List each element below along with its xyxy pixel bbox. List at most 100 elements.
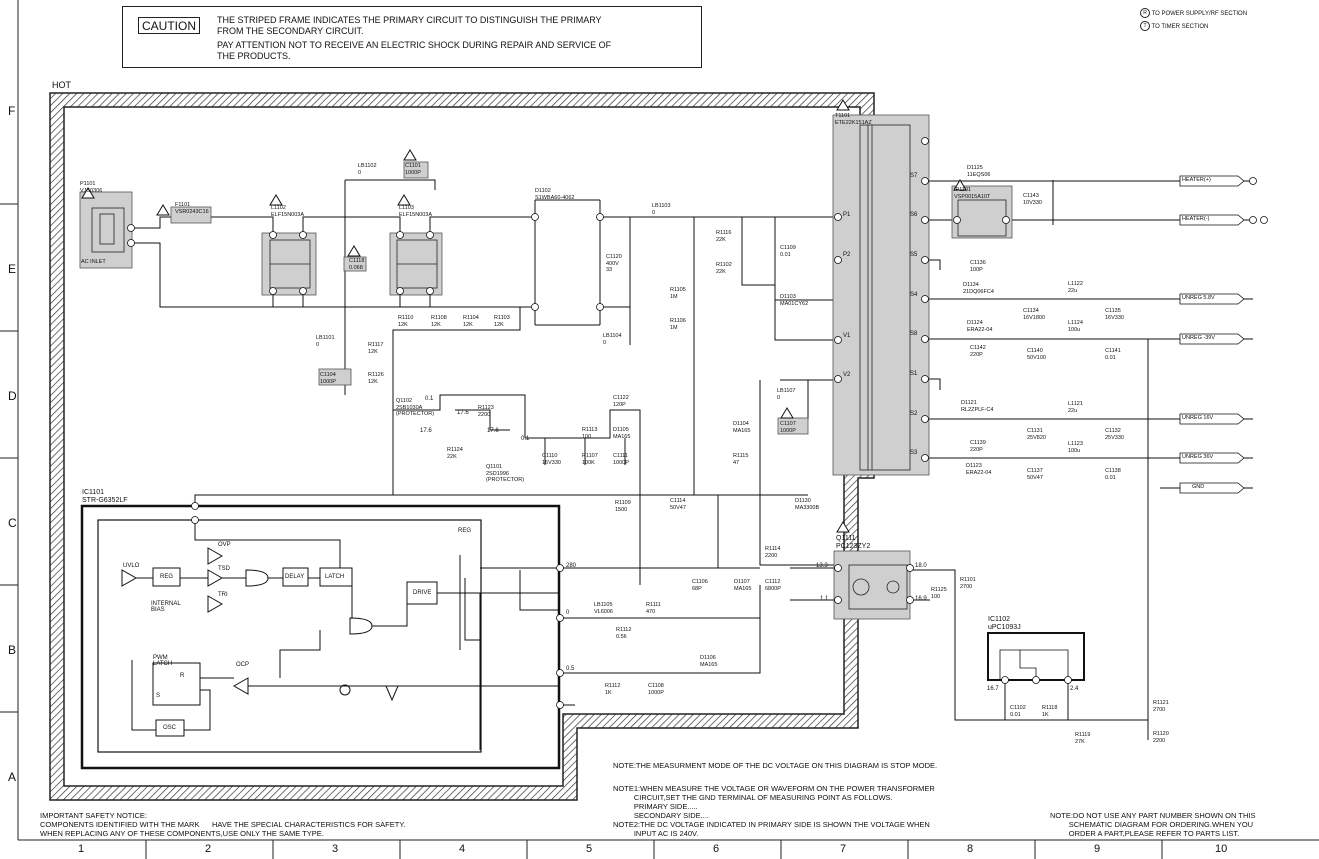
caution-line-3: PAY ATTENTION NOT TO RECEIVE AN ELECTRIC… [217,40,612,50]
label-r1112b: R1112 1K [605,683,621,696]
col-6: 6 [713,843,720,855]
caution-box [122,6,702,68]
label-lb1103: LB1103 0 [652,203,671,216]
ic-tsd: TSD [218,566,230,572]
label-r1107: R1107 100K [582,453,598,466]
pin-p1: P1 [843,212,851,218]
safety-notice: IMPORTANT SAFETY NOTICE: COMPONENTS IDEN… [40,811,406,838]
label-lb1101: LB1101 0 [316,335,335,348]
label-r1124: R1124 22K [447,447,463,460]
voltage-q1102-right: 17.6 [457,410,469,416]
label-d1103: D1103 MA01CY62 [780,294,809,307]
label-lb1107: LB1107 0 [777,388,796,401]
label-q1101: Q1101 2SD1996 (PROTECTOR) [486,464,525,483]
label-c1137: C1137 50V47 [1027,468,1043,481]
t1101-box [832,114,930,476]
label-l1103: L1103 ELF15N003A [399,205,433,218]
caution-line-1: THE STRIPED FRAME INDICATES THE PRIMARY … [217,15,602,25]
voltage-05: 0.5 [566,666,575,672]
label-r1116: R1116 22K [716,230,732,243]
label-r1105: R1105 1M [670,287,686,300]
label-c1141: C1141 0.01 [1105,348,1121,361]
label-d1124: D1124 ERA22-04 [967,320,993,333]
ic-tri: TRI [218,592,228,598]
label-r1125: R1125 100 [931,587,947,600]
label-d1102: D1102 S1WBA60-4062 [535,188,575,201]
row-e: E [8,262,17,276]
label-c1101: C1101 1000P [405,163,421,176]
voltage-280: 280 [566,563,577,569]
col-3: 3 [332,843,339,855]
label-l1123: L1123 100u [1068,441,1083,454]
pin-p2: P2 [843,252,851,258]
caution-tag: CAUTION [138,17,200,34]
label-r1111: R1111 470 [646,602,661,615]
label-r1103: R1103 12K [494,315,510,328]
voltage-11: 1.1 [820,596,829,602]
label-ic1102: IC1102 uPC1093J [988,616,1021,631]
ic-latch: LATCH [325,574,345,580]
pin-v1: V1 [843,333,851,339]
row-d: D [8,389,17,403]
label-lb1104: LB1104 0 [603,333,622,346]
label-l1102: L1102 ELF15N003A [271,205,305,218]
col-4: 4 [459,843,466,855]
note-measurement: NOTE:THE MEASURMENT MODE OF THE DC VOLTA… [613,761,938,770]
label-r1101: R1101 2700 [960,577,976,590]
label-r1123: R1123 2200 [478,405,494,418]
ic-drive: DRIVE [413,590,432,596]
label-r1110: R1110 12K [398,315,414,328]
label-r1115: R1115 47 [733,453,749,466]
label-r1118: R1118 1K [1042,705,1058,718]
label-gnd: GND [1192,484,1205,490]
pin-s8: S8 [910,331,918,337]
legend-t-text: TO TIMER SECTION [1151,24,1209,30]
note-1: NOTE1:WHEN MEASURE THE VOLTAGE OR WAVEFO… [613,784,935,820]
label-l1124: L1124 100u [1068,320,1083,333]
label-unreg36: UNREG 36V [1182,454,1214,460]
row-c: C [8,516,17,530]
label-r1117: R1117 12K [368,342,384,355]
component-boxes [79,114,1013,620]
pin-s7: S7 [910,173,918,179]
label-unreg39: UNREG -39V [1182,335,1216,341]
label-c1142: C1142 220P [970,345,986,358]
note-2: NOTE2:THE DC VOLTAGE INDICATED IN PRIMAR… [613,820,930,838]
col-10: 10 [1215,843,1228,855]
label-d1106: D1106 MA165 [700,655,718,668]
label-c1135: C1135 16V330 [1105,308,1124,321]
p1101-box [79,191,133,269]
label-l1122: L1122 22u [1068,281,1083,294]
label-r1126: R1126 12K [368,372,384,385]
pin-s2: S2 [910,411,918,417]
component-details [91,124,1007,610]
label-c1140: C1140 50V100 [1027,348,1046,361]
col-8: 8 [967,843,974,855]
label-r1114: R1114 2200 [765,546,781,559]
voltage-q1101-base: 17.6 [487,428,499,434]
label-c1143: C1143 10V330 [1023,193,1042,206]
legend-r: R TO POWER SUPPLY/RF SECTION [1140,8,1247,21]
label-f1101: F1101 VSR0243C16 [175,202,209,215]
label-c1139: C1139 220P [970,440,986,453]
ic-reg: REG [160,574,174,580]
label-ic1101: IC1101 STR-G6352LF [82,489,128,504]
pin-s1: S1 [910,371,918,377]
label-r1112: R1112 0.56 [616,627,632,640]
label-r1120: R1120 2200 [1153,731,1169,744]
label-c1118: C1118 0.068 [349,258,365,271]
note-parts: NOTE:DO NOT USE ANY PART NUMBER SHOWN ON… [1050,811,1256,838]
label-c1122: C1122 120P [613,395,629,408]
pin-s6: S6 [910,212,918,218]
label-c1102: C1102 0.01 [1010,705,1026,718]
ic-ocp: OCP [236,662,250,668]
ic1101-block [80,504,561,770]
label-c1136: C1136 100P [970,260,986,273]
c1101-box [403,161,429,179]
label-c1110: C1110 16V330 [542,453,561,466]
label-lb1105: LB1105 VL6006 [594,602,613,615]
voltage-q1102-left: 17.6 [420,428,432,434]
ic-ovp: OVP [218,542,231,548]
label-q1102: Q1102 2SB1030A (PROTECTOR) [396,398,435,417]
